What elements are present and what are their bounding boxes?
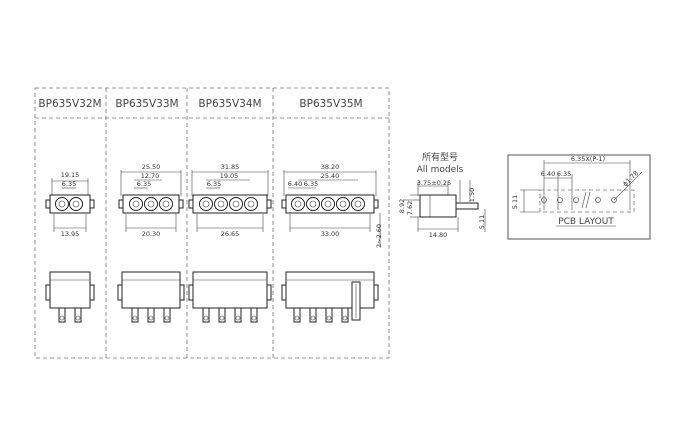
side-view-5pin (281, 271, 379, 323)
dim-all-bottom: 14.80 (429, 231, 448, 239)
model-title-4: BP635V35M (299, 98, 362, 110)
dim-span-5pin: 25.40 (321, 172, 340, 180)
dim-all-right: 5.11 (478, 215, 486, 229)
dim-overall-2pin: 19.15 (61, 171, 80, 179)
dim-pitch-2pin: 6.35 (62, 180, 76, 188)
pcb-layout-drawing (520, 160, 643, 227)
top-view-2pin (45, 178, 95, 232)
dim-all-h1: 8.92 (398, 199, 406, 213)
dim-bottom-5pin: 33.00 (321, 230, 340, 238)
all-models-title-cn: 所有型号 (422, 151, 458, 163)
model-table-frame (34, 87, 390, 359)
dim-side-5pin: 2~2.60 (375, 224, 383, 248)
dim-span-3pin: 12.70 (141, 172, 160, 180)
model-title-3: BP635V34M (198, 98, 261, 110)
pcb-dim-second: 6.35 (557, 170, 571, 178)
dim-overall-5pin: 38.20 (321, 163, 340, 171)
dim-pitch-4pin: 6.35 (207, 180, 221, 188)
top-view-5pin (281, 170, 381, 245)
pcb-layout-label: PCB LAYOUT (558, 217, 614, 227)
model-title-1: BP635V32M (38, 98, 101, 110)
dim-overall-4pin: 31.85 (221, 163, 240, 171)
side-view-4pin (188, 271, 272, 323)
all-models-side-profile (404, 180, 486, 232)
dim-all-h2: 7.62 (406, 201, 414, 215)
top-view-3pin (118, 170, 184, 232)
dim-all-pin: 1.50 (468, 188, 476, 202)
pcb-dim-left: 5.11 (511, 195, 519, 209)
dim-pitch-3pin: 6.35 (137, 180, 151, 188)
side-view-2pin (45, 271, 95, 323)
pcb-dim-hole: ϕ1.78 (621, 169, 640, 188)
dim-span-4pin: 19.05 (220, 172, 239, 180)
pcb-dim-first: 6.40 (541, 170, 555, 178)
dim-bottom-3pin: 20.30 (142, 230, 161, 238)
top-view-4pin (188, 170, 272, 232)
all-models-title-en: All models (417, 165, 464, 175)
dim-bottom-4pin: 26.65 (221, 230, 240, 238)
pcb-dim-pitch: 6.35X(P-1) (571, 155, 605, 163)
side-view-3pin (117, 271, 185, 323)
dim-pitch1-5pin: 6.40 (288, 180, 302, 188)
dim-pitch2-5pin: 6.35 (304, 180, 318, 188)
dim-all-width: 3.75±0.25 (417, 179, 451, 187)
pcb-layout-frame (507, 154, 651, 240)
dim-bottom-2pin: 13.95 (61, 230, 80, 238)
model-title-2: BP635V33M (115, 98, 178, 110)
dim-overall-3pin: 25.50 (142, 163, 161, 171)
